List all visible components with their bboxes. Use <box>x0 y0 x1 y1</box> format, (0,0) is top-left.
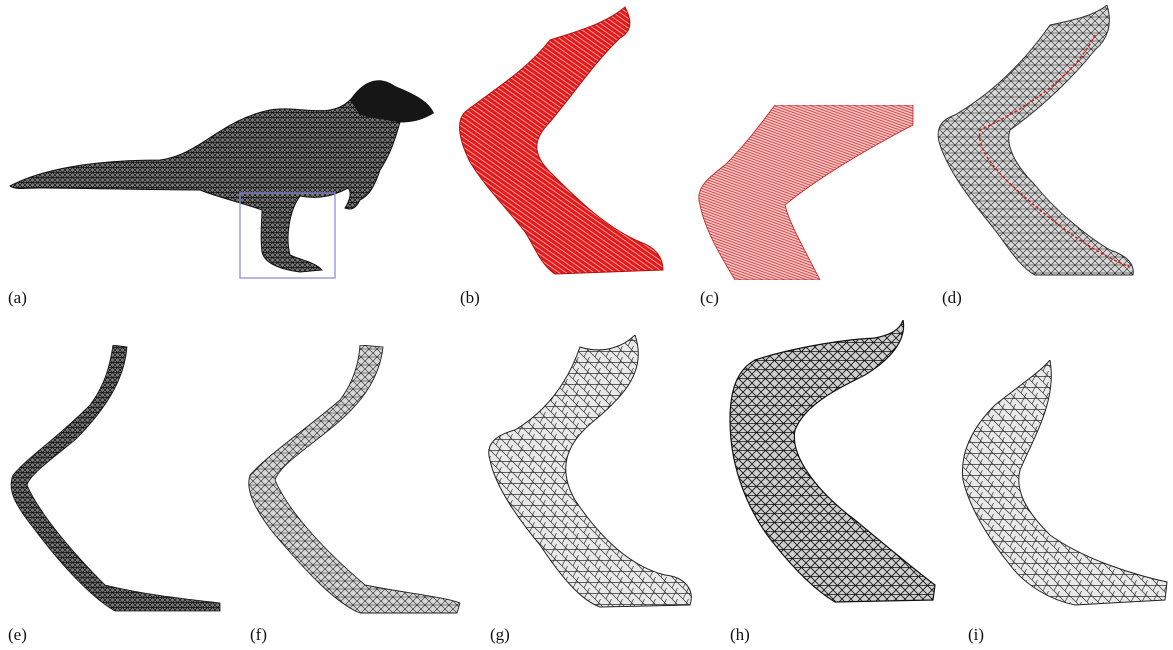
leg-mesh-d <box>938 5 1133 275</box>
panel-g-coarse-mesh <box>485 335 705 615</box>
leg-mesh-f <box>249 345 460 613</box>
panel-e-thin-leg <box>5 345 225 615</box>
caption-f: (f) <box>250 625 267 645</box>
panel-f-leg-mesh <box>245 345 465 615</box>
panel-h-noisy-mesh <box>725 320 945 610</box>
panel-d-skeleton-curve <box>935 5 1165 285</box>
caption-a: (a) <box>8 288 27 308</box>
leg-correspondence-mesh <box>460 7 663 274</box>
caption-g: (g) <box>490 625 510 645</box>
caption-c: (c) <box>700 288 719 308</box>
panel-c-zoom-correspondences <box>695 105 915 280</box>
panel-a-kangaroo-mesh <box>0 60 445 285</box>
caption-d: (d) <box>942 288 962 308</box>
caption-e: (e) <box>8 625 27 645</box>
leg-mesh-h <box>730 320 935 602</box>
leg-mesh-g <box>489 335 692 607</box>
caption-h: (h) <box>730 625 750 645</box>
leg-mesh-i <box>962 360 1167 605</box>
zoom-correspondence-mesh <box>699 105 913 280</box>
caption-b: (b) <box>460 288 480 308</box>
panel-b-correspondences <box>455 2 675 280</box>
leg-mesh-e <box>11 345 220 611</box>
panel-i-deformed-mesh <box>955 360 1173 610</box>
caption-i: (i) <box>968 625 984 645</box>
